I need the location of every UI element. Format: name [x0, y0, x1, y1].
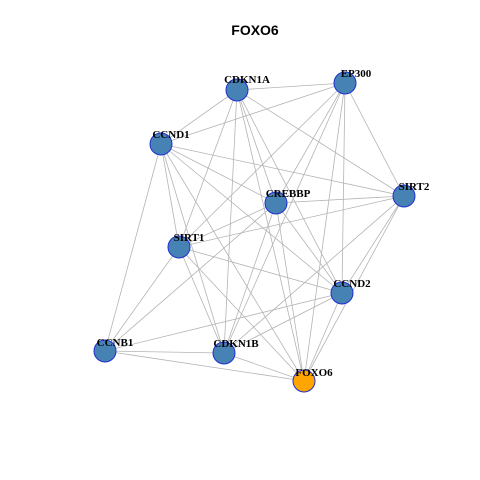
edge-ccnd2-cdkn1b	[223, 292, 343, 354]
edge-ep300-foxo6	[303, 82, 346, 382]
edge-cdkn1a-crebbp	[236, 89, 277, 204]
node-label-ep300: EP300	[341, 68, 372, 80]
edge-ccnd1-crebbp	[160, 143, 277, 204]
edge-crebbp-ccnd2	[275, 202, 343, 294]
node-circle-ep300[interactable]	[333, 71, 357, 95]
edge-ep300-cdkn1b	[223, 82, 346, 354]
edge-crebbp-sirt1	[178, 202, 277, 248]
node-label-sirt1: SIRT1	[174, 232, 205, 244]
edge-cdkn1a-sirt2	[236, 89, 405, 197]
edge-sirt1-ccnd2	[178, 246, 343, 294]
edge-cdkn1b-foxo6	[223, 352, 305, 382]
edge-crebbp-foxo6	[275, 202, 305, 382]
node-cdkn1a[interactable]: CDKN1A	[224, 74, 270, 102]
edge-sirt2-ccnd2	[341, 195, 405, 294]
edge-sirt1-ccnb1	[104, 246, 180, 352]
edge-cdkn1a-ep300	[236, 82, 346, 91]
node-label-crebbp: CREBBP	[266, 188, 311, 200]
node-label-sirt2: SIRT2	[399, 181, 430, 193]
edge-cdkn1a-ccnd2	[236, 89, 343, 294]
edge-ccnd1-ccnd2	[160, 143, 343, 294]
edge-ccnd1-sirt1	[160, 143, 180, 248]
edge-cdkn1a-foxo6	[236, 89, 305, 382]
node-circle-foxo6[interactable]	[292, 369, 316, 393]
node-circle-ccnd2[interactable]	[330, 281, 354, 305]
edge-ccnd2-foxo6	[303, 292, 343, 382]
node-circle-sirt1[interactable]	[167, 235, 191, 259]
node-label-cdkn1a: CDKN1A	[224, 74, 270, 86]
node-ccnd1[interactable]: CCND1	[149, 129, 190, 156]
node-crebbp[interactable]: CREBBP	[264, 188, 311, 215]
edge-ccnd1-cdkn1b	[160, 143, 225, 354]
node-cdkn1b[interactable]: CDKN1B	[212, 338, 259, 365]
edge-cdkn1a-cdkn1b	[223, 89, 238, 354]
node-label-ccnb1: CCNB1	[97, 337, 134, 349]
node-ccnd2[interactable]: CCND2	[330, 278, 371, 305]
edge-ccnb1-foxo6	[104, 350, 305, 382]
edge-crebbp-ccnb1	[104, 202, 277, 352]
edge-sirt1-cdkn1b	[178, 246, 225, 354]
edge-sirt2-foxo6	[303, 195, 405, 382]
node-label-ccnd1: CCND1	[152, 129, 189, 141]
edge-cdkn1a-ccnd1	[160, 89, 238, 145]
edge-ep300-sirt2	[344, 82, 405, 197]
node-circle-ccnd1[interactable]	[149, 132, 173, 156]
node-sirt2[interactable]: SIRT2	[392, 181, 430, 208]
node-foxo6[interactable]: FOXO6	[292, 367, 333, 393]
node-sirt1[interactable]: SIRT1	[167, 232, 205, 259]
edge-sirt2-crebbp	[275, 195, 405, 204]
edge-ep300-crebbp	[275, 82, 346, 204]
graph-title: FOXO6	[231, 22, 279, 38]
node-ep300[interactable]: EP300	[333, 68, 372, 95]
edge-sirt1-foxo6	[178, 246, 305, 382]
node-circle-crebbp[interactable]	[264, 191, 288, 215]
node-circle-cdkn1a[interactable]	[225, 78, 249, 102]
node-circle-sirt2[interactable]	[392, 184, 416, 208]
node-label-foxo6: FOXO6	[295, 367, 333, 379]
edge-crebbp-cdkn1b	[223, 202, 277, 354]
node-circle-ccnb1[interactable]	[93, 339, 117, 363]
edge-ccnd1-ccnb1	[104, 143, 162, 352]
edge-layer	[104, 82, 405, 382]
edge-sirt2-sirt1	[178, 195, 405, 248]
edge-ep300-ccnd1	[160, 82, 346, 145]
node-circle-cdkn1b[interactable]	[212, 341, 236, 365]
edge-ep300-sirt1	[178, 82, 346, 248]
node-label-ccnd2: CCND2	[333, 278, 371, 290]
edge-ccnb1-cdkn1b	[104, 350, 225, 354]
edge-ep300-ccnd2	[341, 82, 346, 294]
node-ccnb1[interactable]: CCNB1	[93, 337, 134, 363]
node-label-cdkn1b: CDKN1B	[213, 338, 259, 350]
edge-ccnd2-ccnb1	[104, 292, 343, 352]
edge-ccnd1-sirt2	[160, 143, 405, 197]
